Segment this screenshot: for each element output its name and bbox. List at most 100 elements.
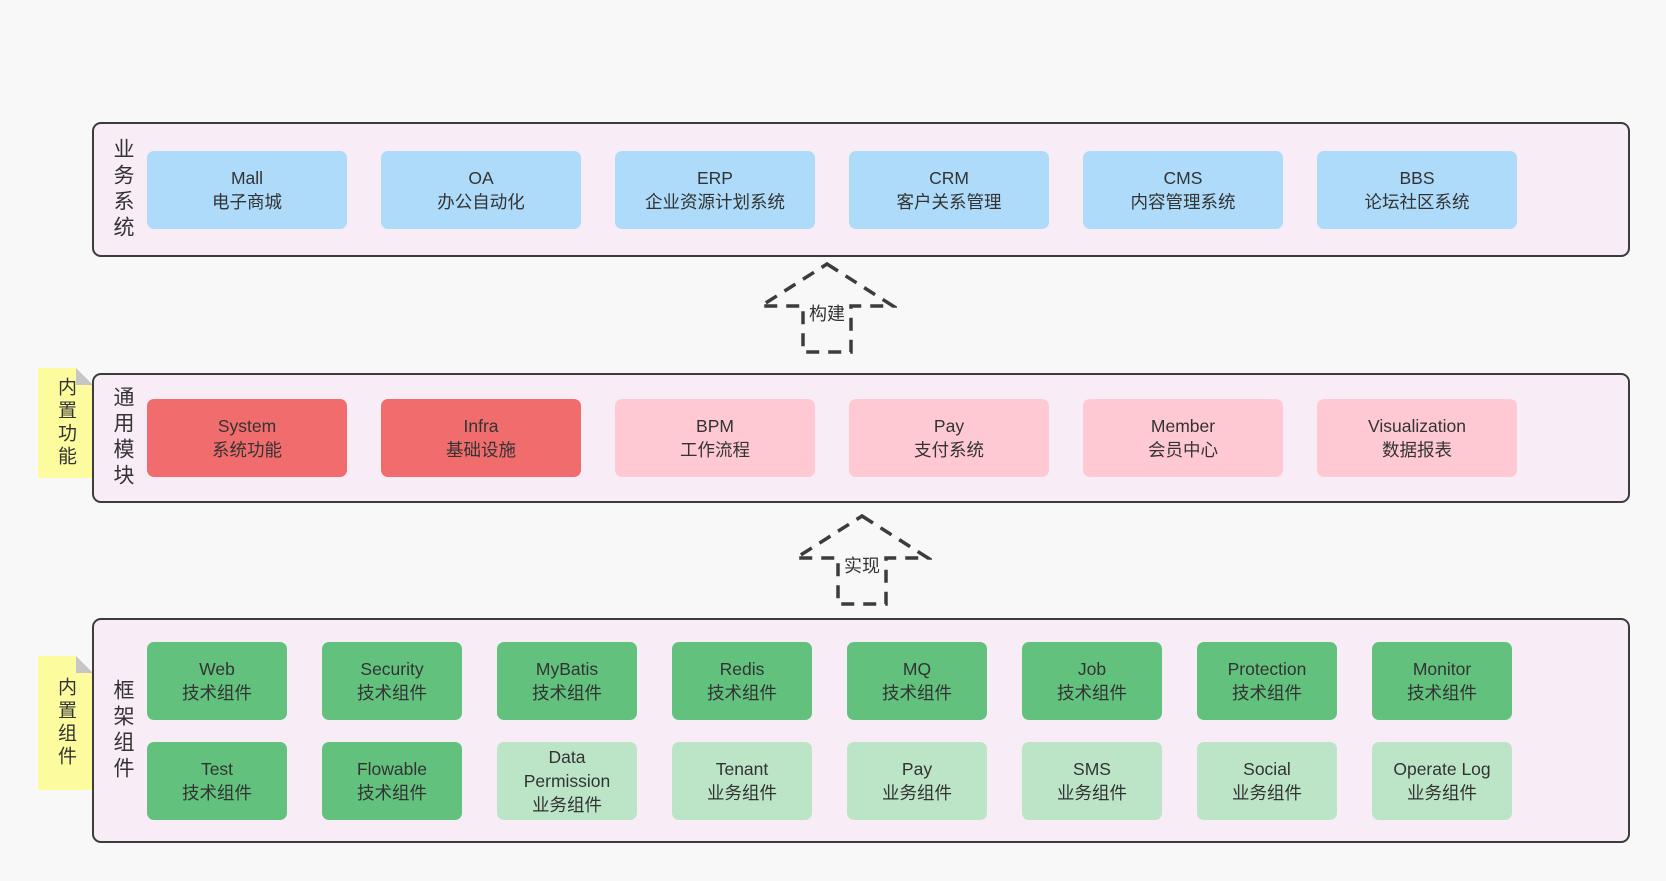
module-name: MQ: [902, 658, 932, 679]
module-box-security: Security 技术组件: [322, 641, 462, 720]
module-name: SMS: [1073, 758, 1111, 779]
module-box-redis: Redis 技术组件: [672, 641, 812, 720]
module-name: Redis: [719, 658, 765, 679]
module-label: 技术组件: [182, 782, 252, 803]
module-name: Test: [200, 758, 234, 779]
module-box-job: Job 技术组件: [1022, 641, 1162, 720]
arrow-implement: 实现: [792, 512, 932, 608]
module-name: Data Permission: [523, 746, 611, 791]
module-label: 业务组件: [707, 782, 777, 803]
module-box-data-permission: Data Permission 业务组件: [497, 741, 637, 820]
module-name: Security: [360, 658, 424, 679]
sticky-note-text: 内置功能: [55, 377, 76, 469]
module-box-social: Social 业务组件: [1197, 741, 1337, 820]
module-box-visualization: Visualization 数据报表: [1317, 399, 1517, 477]
section-title: 框架组件: [111, 678, 134, 783]
module-label: 技术组件: [1057, 682, 1127, 703]
module-name: ERP: [697, 167, 733, 188]
module-name: Operate Log: [1393, 758, 1491, 779]
section-title: 通用模块: [111, 386, 134, 490]
module-label: 技术组件: [882, 682, 952, 703]
sticky-note-builtin-components: 内置组件: [38, 656, 93, 790]
sticky-note-builtin-functions: 内置功能: [38, 368, 93, 478]
module-box-flowable: Flowable 技术组件: [322, 741, 462, 820]
module-box-bpm: BPM 工作流程: [615, 399, 815, 477]
module-label: 技术组件: [357, 682, 427, 703]
module-label: 电子商城: [212, 191, 282, 212]
module-name: Web: [199, 658, 235, 679]
section-title: 业务系统: [111, 137, 134, 242]
module-label: 技术组件: [357, 782, 427, 803]
module-box-member: Member 会员中心: [1083, 399, 1283, 477]
module-name: BBS: [1399, 167, 1435, 188]
arrow-build: 构建: [757, 260, 897, 356]
sticky-note-text: 内置组件: [55, 677, 76, 769]
module-name: Pay: [901, 758, 933, 779]
module-box-monitor: Monitor 技术组件: [1372, 641, 1512, 720]
module-label: 办公自动化: [437, 191, 525, 212]
dashed-up-arrow-icon: [757, 261, 897, 354]
module-name: Member: [1150, 416, 1216, 436]
module-label: 技术组件: [532, 682, 602, 703]
module-label: 系统功能: [212, 440, 282, 460]
module-name: MyBatis: [535, 658, 599, 679]
module-name: Pay: [933, 416, 965, 436]
module-name: CRM: [929, 167, 969, 188]
module-name: Monitor: [1412, 658, 1472, 679]
module-box-oa: OA 办公自动化: [381, 150, 581, 229]
module-label: 基础设施: [446, 440, 516, 460]
module-label: 业务组件: [1057, 782, 1127, 803]
module-label: 技术组件: [1407, 682, 1477, 703]
module-name: Social: [1243, 758, 1291, 779]
module-name: Flowable: [356, 758, 428, 779]
module-name: Job: [1077, 658, 1107, 679]
module-label: 论坛社区系统: [1364, 191, 1470, 212]
module-box-sms: SMS 业务组件: [1022, 741, 1162, 820]
module-box-tenant: Tenant 业务组件: [672, 741, 812, 820]
module-name: BPM: [696, 416, 734, 436]
module-label: 业务组件: [532, 794, 602, 815]
module-label: 数据报表: [1382, 440, 1452, 460]
module-box-mall: Mall 电子商城: [147, 150, 347, 229]
module-name: Tenant: [715, 758, 769, 779]
module-box-pay: Pay 业务组件: [847, 741, 987, 820]
arrow-label: 构建: [806, 300, 848, 326]
module-name: System: [217, 416, 277, 436]
module-name: Mall: [230, 167, 264, 188]
module-label: 技术组件: [1232, 682, 1302, 703]
module-box-system: System 系统功能: [147, 399, 347, 477]
folded-corner-icon: [76, 656, 93, 673]
module-label: 技术组件: [707, 682, 777, 703]
module-label: 工作流程: [680, 440, 750, 460]
module-box-web: Web 技术组件: [147, 641, 287, 720]
module-label: 内容管理系统: [1130, 191, 1236, 212]
module-name: Protection: [1227, 658, 1307, 679]
folded-corner-icon: [76, 368, 93, 385]
module-box-test: Test 技术组件: [147, 741, 287, 820]
module-box-bbs: BBS 论坛社区系统: [1317, 150, 1517, 229]
module-label: 业务组件: [882, 782, 952, 803]
module-name: Infra: [463, 416, 499, 436]
module-label: 业务组件: [1407, 782, 1477, 803]
module-name: OA: [468, 167, 494, 188]
module-box-operate-log: Operate Log 业务组件: [1372, 741, 1512, 820]
module-box-protection: Protection 技术组件: [1197, 641, 1337, 720]
module-label: 会员中心: [1148, 440, 1218, 460]
module-label: 业务组件: [1232, 782, 1302, 803]
module-name: Visualization: [1368, 416, 1466, 436]
module-label: 技术组件: [182, 682, 252, 703]
